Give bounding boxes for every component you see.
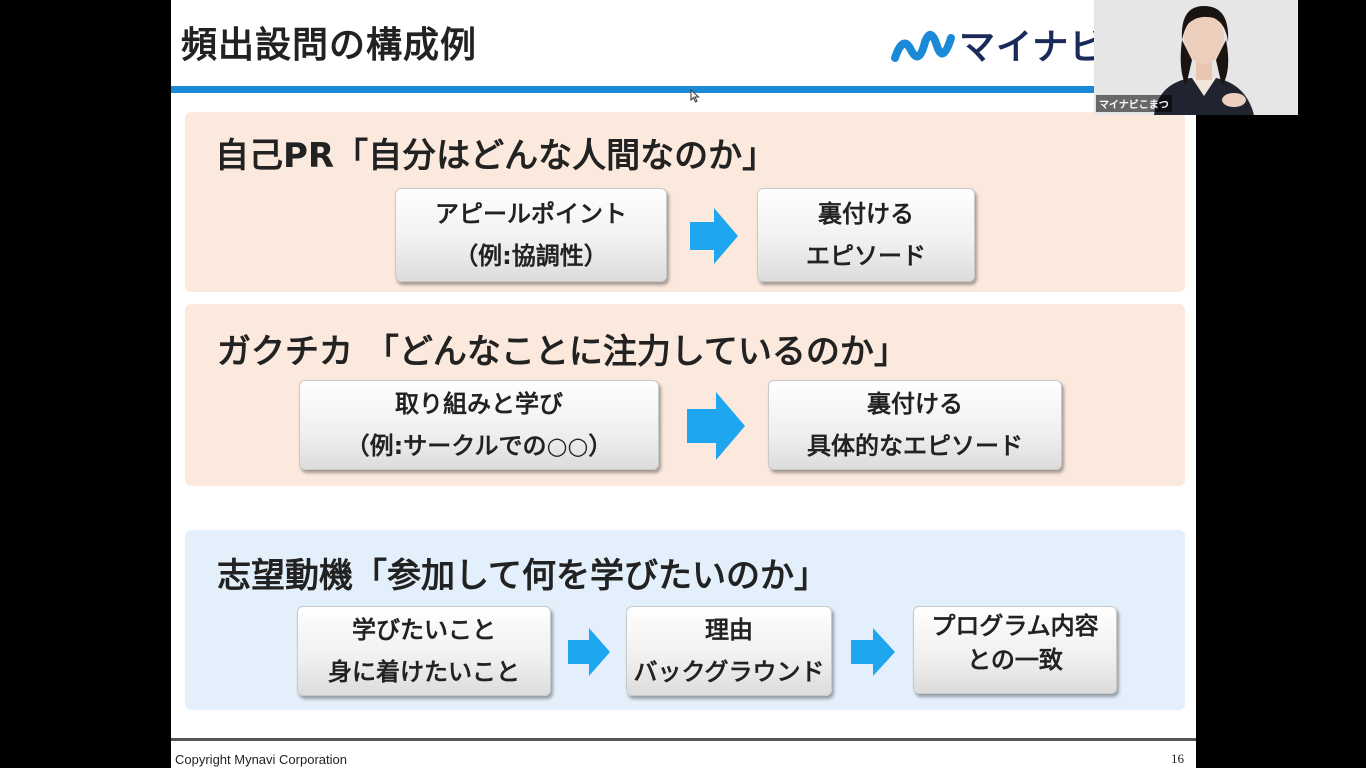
- presentation-slide: 頻出設問の構成例 マイナビ 自己PR「自分はどんな人間なのか」 アピールポイント…: [171, 0, 1196, 768]
- box-line: 取り組みと学び: [395, 390, 563, 418]
- box-line: 裏付ける: [867, 390, 963, 418]
- motivation-heading: 志望動機「参加して何を学びたいのか」: [217, 556, 828, 596]
- arrow-right-icon: [690, 208, 738, 264]
- box-line: 裏付ける: [818, 200, 914, 228]
- mynavi-logo: マイナビ: [891, 22, 1106, 68]
- box-line: 身に着けたいこと: [328, 658, 520, 686]
- title-underline-bar: [171, 86, 1196, 93]
- page-number: 16: [1171, 751, 1184, 766]
- motivation-panel: 志望動機「参加して何を学びたいのか」 学びたいこと 身に着けたいこと 理由 バッ…: [185, 530, 1185, 710]
- participant-video-tile[interactable]: マイナビこまつ: [1094, 0, 1298, 115]
- what-to-learn-box: 学びたいこと 身に着けたいこと: [297, 606, 551, 696]
- program-match-box: プログラム内容 との一致: [913, 606, 1117, 694]
- box-line: 理由: [705, 616, 753, 644]
- box-line: （例:協調性）: [454, 242, 608, 270]
- box-line: プログラム内容: [931, 612, 1099, 640]
- box-line: 具体的なエピソード: [807, 432, 1023, 460]
- self-pr-panel: 自己PR「自分はどんな人間なのか」 アピールポイント （例:協調性） 裏付ける …: [185, 112, 1185, 292]
- arrow-right-icon: [687, 392, 745, 460]
- gakuchika-heading: ガクチカ 「どんなことに注力しているのか」: [217, 332, 908, 372]
- box-line: アピールポイント: [435, 200, 627, 228]
- efforts-and-learning-box: 取り組みと学び （例:サークルでの○○）: [299, 380, 659, 470]
- reason-background-box: 理由 バックグラウンド: [626, 606, 832, 696]
- self-pr-heading: 自己PR「自分はどんな人間なのか」: [215, 136, 777, 176]
- mynavi-logo-icon: [891, 31, 955, 62]
- slide-title: 頻出設問の構成例: [181, 25, 478, 66]
- copyright-text: Copyright Mynavi Corporation: [175, 752, 347, 767]
- gakuchika-panel: ガクチカ 「どんなことに注力しているのか」 取り組みと学び （例:サークルでの○…: [185, 304, 1185, 486]
- appeal-point-box: アピールポイント （例:協調性）: [395, 188, 667, 282]
- specific-episode-box: 裏付ける 具体的なエピソード: [768, 380, 1062, 470]
- arrow-right-icon: [568, 628, 610, 676]
- box-line: （例:サークルでの○○）: [345, 432, 613, 460]
- slide-footer: Copyright Mynavi Corporation 16: [171, 738, 1196, 768]
- participant-name-label: マイナビこまつ: [1096, 95, 1172, 112]
- box-line: エピソード: [806, 242, 926, 270]
- box-line: 学びたいこと: [352, 616, 496, 644]
- supporting-episode-box: 裏付ける エピソード: [757, 188, 975, 282]
- arrow-right-icon: [851, 628, 895, 676]
- box-line: バックグラウンド: [633, 658, 825, 686]
- box-line: との一致: [967, 646, 1063, 674]
- logo-text: マイナビ: [959, 27, 1107, 68]
- mouse-cursor-icon: [690, 89, 700, 103]
